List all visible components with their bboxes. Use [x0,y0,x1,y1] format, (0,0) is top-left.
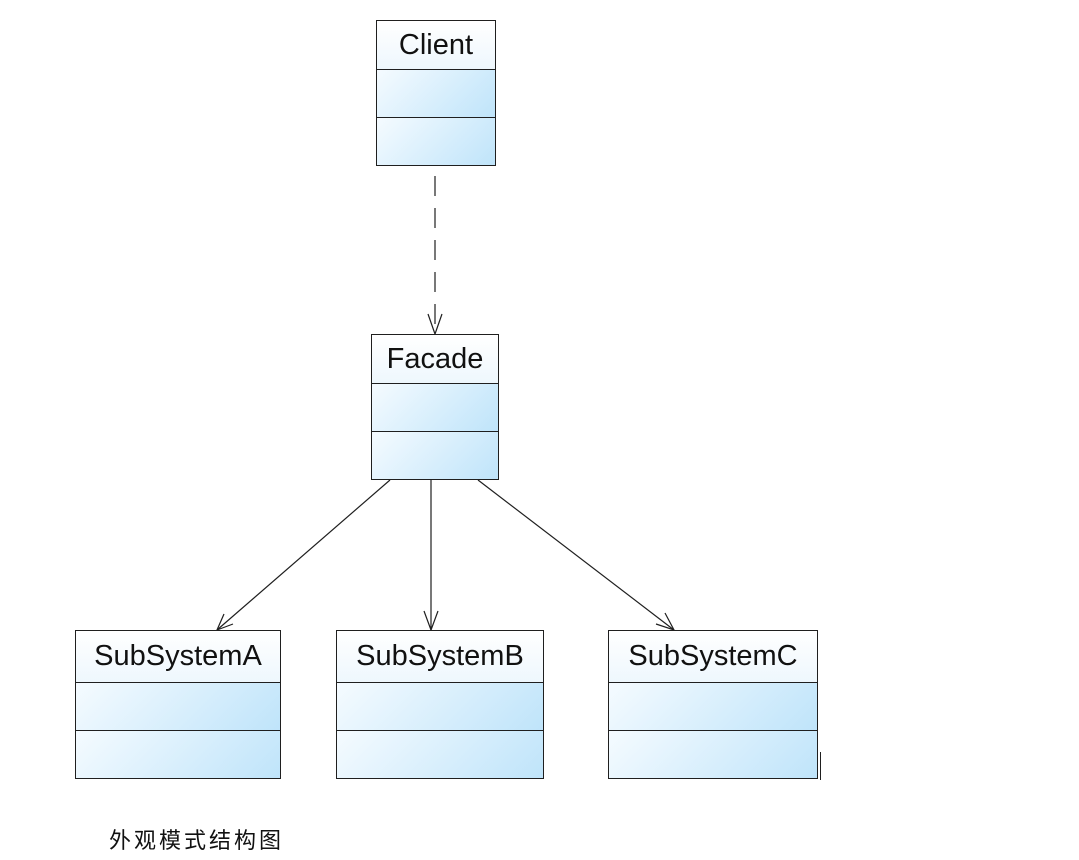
facade-class-name: Facade [372,335,498,384]
diagram-caption: 外观模式结构图 [109,829,285,854]
subsystema-attributes-section [76,683,280,730]
facade-attributes-section [372,384,498,431]
subsystema-operations-section [76,730,280,778]
subsystemc-operations-section [609,730,817,778]
subsystemc-class-name: SubSystemC [609,631,817,683]
subsystemc-class-box: SubSystemC [608,630,818,779]
subsystema-class-name: SubSystemA [76,631,280,683]
association-line-facade-subsystema [216,479,391,631]
subsystemb-class-name: SubSystemB [337,631,543,683]
subsystema-class-box: SubSystemA [75,630,281,779]
client-class-name: Client [377,21,495,70]
facade-operations-section [372,431,498,479]
client-class-box: Client [376,20,496,166]
client-operations-section [377,117,495,165]
stray-vertical-mark [820,752,821,780]
subsystemb-attributes-section [337,683,543,730]
facade-class-box: Facade [371,334,499,480]
subsystemb-class-box: SubSystemB [336,630,544,779]
association-line-facade-subsystemc [477,479,675,631]
subsystemb-operations-section [337,730,543,778]
client-attributes-section [377,70,495,117]
subsystemc-attributes-section [609,683,817,730]
